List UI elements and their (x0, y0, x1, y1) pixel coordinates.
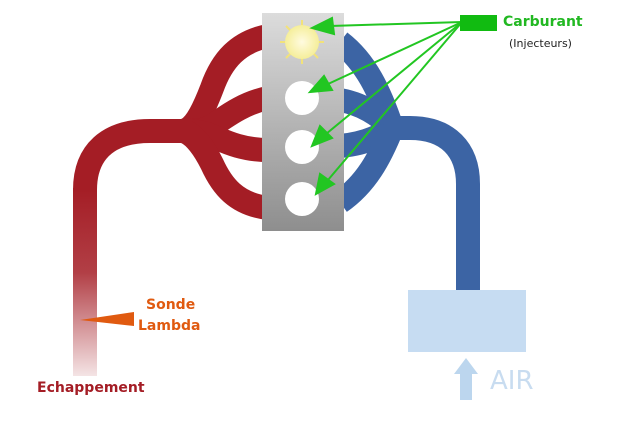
cylinder-2 (285, 81, 319, 115)
engine-block (262, 13, 344, 231)
injector-arrows (307, 16, 463, 196)
injector-arrow-1 (329, 21, 463, 27)
injectors-label: (Injecteurs) (509, 37, 572, 50)
exhaust-collector (73, 119, 192, 191)
exhaust-pipe (73, 188, 97, 376)
injector-arrowhead-1 (309, 16, 336, 36)
cylinder-4 (285, 182, 319, 216)
air-filter-box (408, 290, 526, 352)
lambda-sensor-label-line2: Lambda (138, 318, 201, 334)
lambda-sensor-icon (80, 312, 134, 326)
exhaust-runner-4 (180, 121, 271, 220)
injector-arrow-3 (325, 21, 463, 135)
injector-arrow-2 (327, 21, 463, 85)
intake-manifold (332, 32, 480, 292)
cylinder-3 (285, 130, 319, 164)
intake-main-duct (386, 116, 480, 292)
exhaust-manifold (73, 24, 271, 220)
air-label: AIR (490, 366, 534, 396)
fuel-label: Carburant (503, 14, 583, 30)
exhaust-label: Echappement (37, 380, 145, 396)
injector-arrowhead-3 (310, 124, 334, 148)
fuel-source-block (460, 15, 497, 31)
injector-arrowhead-2 (307, 74, 334, 94)
lambda-sensor-label-line1: Sonde (146, 297, 196, 313)
air-flow-arrow-icon (454, 358, 478, 400)
injector-arrow-4 (327, 21, 463, 181)
cylinder-1 (285, 25, 319, 59)
injector-arrowhead-4 (314, 172, 336, 196)
